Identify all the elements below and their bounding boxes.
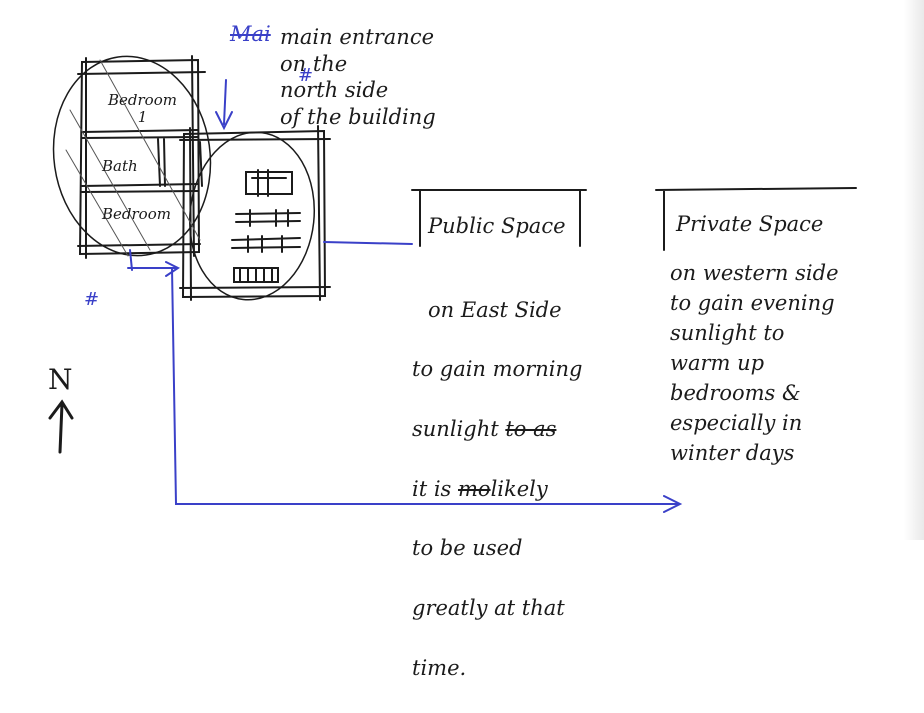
private-space-arrow (127, 249, 180, 277)
floor-plan-sketch (48, 55, 857, 513)
paper-edge-shadow (904, 0, 924, 540)
private-space-underline (655, 187, 857, 251)
entrance-annotation: main entrance on the north side of the b… (280, 25, 436, 129)
public-space-line: greatly at that (412, 595, 565, 620)
public-space-line: to gain morning (412, 357, 583, 382)
public-space-title: Public Space (428, 214, 566, 238)
public-space-line: it is molikely (412, 476, 548, 501)
blue-hash-mark: # (84, 289, 100, 310)
public-space-text: on East Side to gain morning sunlight to… (412, 266, 582, 713)
public-space-line: to be used (412, 536, 523, 561)
public-space-line: time. (412, 655, 467, 680)
room-label-bath: Bath (102, 157, 138, 175)
bath-bedroom2-divider (81, 183, 199, 187)
room-label-bedroom1: Bedroom 1 (108, 91, 177, 127)
east-block-wall (181, 129, 327, 299)
compass-north-label: N (48, 363, 73, 396)
north-arrow-icon (48, 399, 74, 454)
entrance-arrow-icon (215, 79, 233, 131)
west-block-wall (78, 58, 201, 256)
blue-hash-mark: # (298, 65, 314, 86)
public-space-connector (323, 241, 413, 245)
private-space-text: on western side to gain evening sunlight… (670, 261, 839, 466)
public-space-line: on East Side (428, 297, 562, 322)
room-label-bedroom2: Bedroom (102, 205, 171, 223)
public-space-underline (411, 189, 587, 247)
entrance-strikethrough: Mai (230, 22, 271, 46)
private-space-title: Private Space (676, 212, 824, 236)
public-space-line: sunlight to as (412, 417, 557, 442)
